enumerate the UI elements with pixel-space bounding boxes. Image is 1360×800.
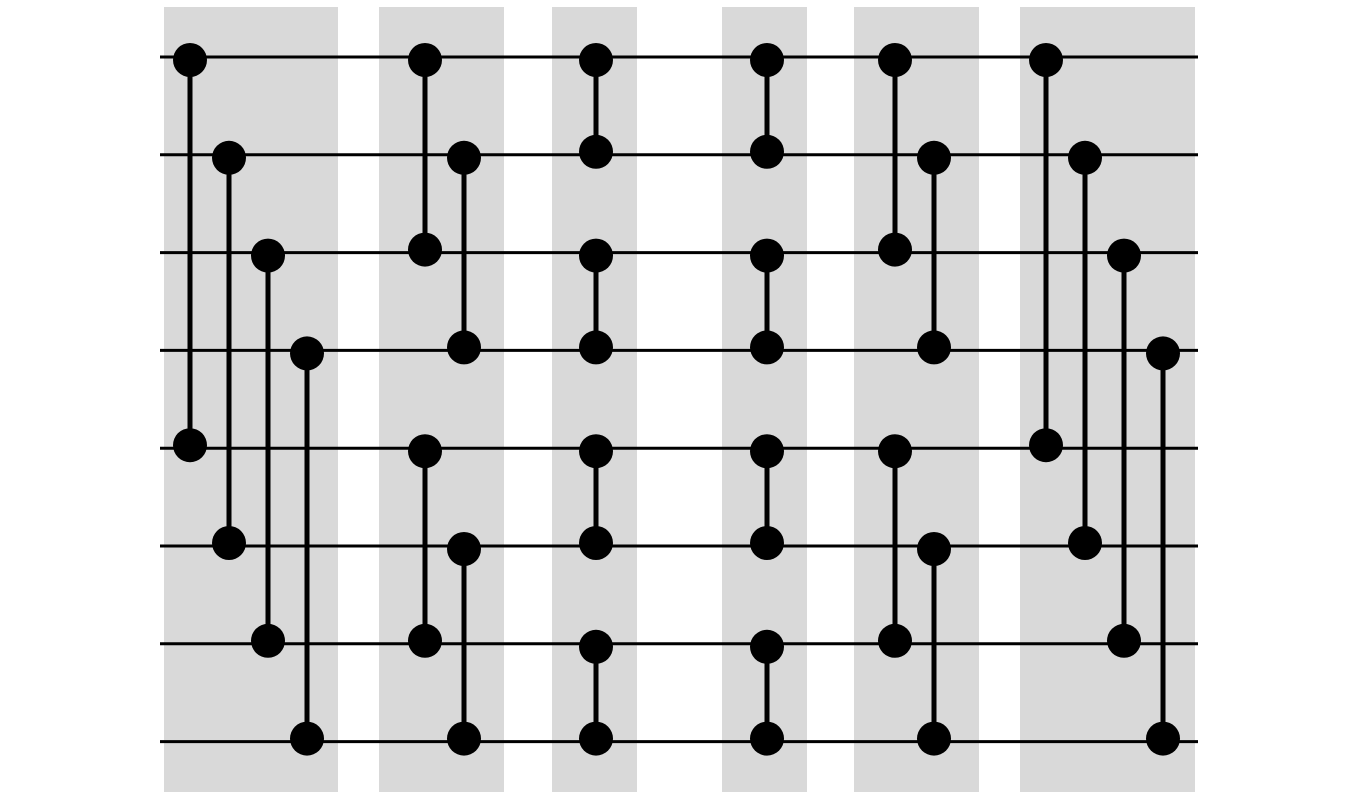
comparator-node-bottom [750, 134, 784, 169]
comparator-node-bottom [173, 428, 207, 463]
comparator-s4-w5-w6 [750, 434, 784, 560]
comparator-s6-w1-w5 [1029, 43, 1063, 463]
stage-band-2 [379, 7, 504, 792]
comparator-s1-w2-w6 [212, 140, 246, 560]
comparator-node-bottom [579, 134, 613, 169]
comparator-s4-w7-w8 [750, 629, 784, 756]
comparator-node-top [290, 336, 324, 371]
comparator-node-top [750, 43, 784, 77]
comparator-node-top [447, 532, 481, 566]
comparator-s3-w7-w8 [579, 629, 613, 756]
comparator-node-bottom [447, 330, 481, 365]
comparator-node-top [750, 238, 784, 273]
comparator-s2-w6-w8 [447, 532, 481, 756]
comparator-s4-w1-w2 [750, 43, 784, 169]
wires [160, 55, 1198, 744]
comparator-s1-w1-w5 [173, 43, 207, 463]
comparator-s6-w4-w8 [1146, 336, 1180, 756]
comparator-s5-w1-w3 [878, 43, 912, 267]
comparator-node-bottom [408, 232, 442, 267]
comparator-node-top [579, 434, 613, 469]
stage-band-5 [854, 7, 979, 792]
comparator-s6-w3-w7 [1107, 238, 1141, 658]
comparator-node-bottom [212, 526, 246, 560]
comparator-node-top [917, 140, 951, 175]
comparator-s3-w3-w4 [579, 238, 613, 365]
comparator-node-bottom [447, 721, 481, 756]
comparator-node-top [408, 43, 442, 77]
comparator-node-bottom [1068, 526, 1102, 560]
comparator-node-top [750, 434, 784, 469]
comparator-s3-w1-w2 [579, 43, 613, 169]
comparator-node-top [408, 434, 442, 469]
comparator-node-top [750, 629, 784, 664]
comparator-node-top [212, 140, 246, 175]
comparator-node-bottom [408, 623, 442, 658]
comparator-node-top [579, 43, 613, 77]
comparator-node-top [447, 140, 481, 175]
comparator-node-bottom [1107, 623, 1141, 658]
comparator-node-bottom [750, 721, 784, 756]
comparator-s2-w1-w3 [408, 43, 442, 267]
comparator-s6-w2-w6 [1068, 140, 1102, 560]
comparator-node-bottom [878, 623, 912, 658]
comparator-s5-w6-w8 [917, 532, 951, 756]
comparator-node-bottom [750, 526, 784, 560]
comparator-node-top [1068, 140, 1102, 175]
comparator-s1-w3-w7 [251, 238, 285, 658]
comparator-s5-w2-w4 [917, 140, 951, 365]
comparator-node-top [1029, 43, 1063, 77]
stage-band-6 [1020, 7, 1195, 792]
comparator-node-top [1146, 336, 1180, 371]
comparator-node-top [579, 629, 613, 664]
comparator-node-bottom [917, 721, 951, 756]
comparator-node-bottom [579, 526, 613, 560]
comparator-node-top [878, 434, 912, 469]
comparator-s4-w3-w4 [750, 238, 784, 365]
comparators [173, 43, 1180, 756]
comparator-node-top [1107, 238, 1141, 273]
comparator-s5-w5-w7 [878, 434, 912, 658]
comparator-s1-w4-w8 [290, 336, 324, 756]
comparator-node-top [917, 532, 951, 566]
comparator-s3-w5-w6 [579, 434, 613, 560]
comparator-s2-w5-w7 [408, 434, 442, 658]
comparator-node-top [173, 43, 207, 77]
comparator-node-bottom [1146, 721, 1180, 756]
comparator-node-bottom [251, 623, 285, 658]
comparator-node-bottom [878, 232, 912, 267]
comparator-node-bottom [1029, 428, 1063, 463]
comparator-node-bottom [917, 330, 951, 365]
comparator-s2-w2-w4 [447, 140, 481, 365]
comparator-node-top [579, 238, 613, 273]
stage-bands [164, 7, 1195, 792]
comparator-node-top [878, 43, 912, 77]
comparator-node-bottom [750, 330, 784, 365]
comparator-node-bottom [579, 721, 613, 756]
comparator-node-bottom [290, 721, 324, 756]
comparator-node-top [251, 238, 285, 273]
comparator-node-bottom [579, 330, 613, 365]
